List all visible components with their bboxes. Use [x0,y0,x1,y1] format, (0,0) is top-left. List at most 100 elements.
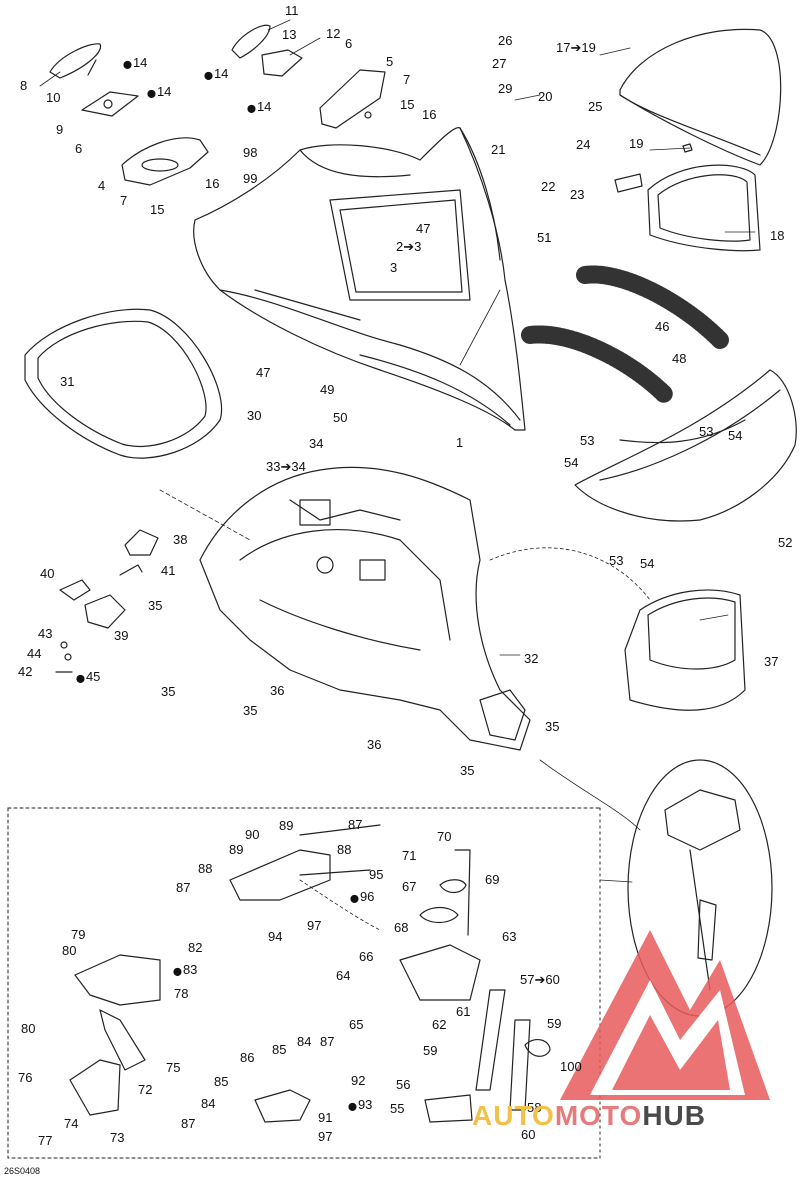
callout-l15a: 15 [150,203,164,217]
callout-number: 14 [213,66,229,81]
callout-number: 1 [456,435,464,450]
callout-number: 56 [396,1077,411,1092]
callout-number: 47 [256,365,271,380]
callout-l45: ⬤45 [76,670,100,686]
storage-gasket [24,308,223,459]
callout-l87b: 87 [176,881,190,895]
callout-l46: 46 [655,320,669,334]
callout-number: 84 [201,1096,216,1111]
callout-l1: 1 [456,436,463,450]
callout-number: 61 [456,1004,471,1019]
oil-drop-icon: ⬤ [247,104,256,113]
callout-l15b: 15 [400,98,414,112]
callout-number: 72 [138,1082,153,1097]
callout-l32: 32 [524,652,538,666]
callout-l69: 69 [485,873,499,887]
glove-box [624,589,746,711]
callout-l55: 55 [390,1102,404,1116]
watermark-part-3: HUB [642,1100,706,1131]
callout-number: 19 [629,136,644,151]
watermark-logo [560,930,770,1100]
callout-number: 87 [320,1034,335,1049]
callout-l71: 71 [402,849,416,863]
leader-lines [39,19,756,931]
callout-l27: 27 [492,57,506,71]
callout-l10: 10 [46,91,60,105]
callout-l79: 79 [71,928,85,942]
callout-l94: 94 [268,930,282,944]
callout-number: 75 [166,1060,181,1075]
callout-number: 18 [770,228,785,243]
callout-l91: 91 [318,1111,332,1125]
callout-l61: 61 [456,1005,470,1019]
oil-drop-icon: ⬤ [204,71,213,80]
callout-number: 65 [349,1017,364,1032]
mirror-left [49,43,209,186]
callout-l33: 33➔34 [266,460,306,474]
callout-l35c: 35 [243,704,257,718]
callout-number: 22 [541,179,556,194]
callout-number: 47 [416,221,431,236]
callout-number: 63 [502,929,517,944]
callout-number: 59 [423,1043,438,1058]
callout-l78: 78 [174,987,188,1001]
callout-number: 87 [176,880,191,895]
callout-number: 35 [161,684,176,699]
air-duct-lower [521,325,674,404]
callout-number: 8 [20,78,28,93]
callout-l83: ⬤83 [173,963,197,979]
callout-l6a: 6 [345,37,352,51]
callout-number: 54 [728,428,743,443]
callout-number: 45 [85,669,101,684]
callout-l87a: 87 [348,818,362,832]
callout-l64: 64 [336,969,350,983]
callout-l30: 30 [247,409,261,423]
callout-number: 34 [309,436,324,451]
callout-number: 35 [545,719,560,734]
callout-l89a: 89 [279,819,293,833]
callout-l20: 20 [538,90,552,104]
callout-l84a: 84 [297,1035,311,1049]
callout-number: 15 [150,202,165,217]
side-trim [574,369,797,522]
callout-number: 27 [492,56,507,71]
callout-l24: 24 [576,138,590,152]
callout-l62: 62 [432,1018,446,1032]
callout-number: 4 [98,178,106,193]
callout-number: 50 [333,410,348,425]
callout-number: 90 [245,827,260,842]
callout-l50: 50 [333,411,347,425]
callout-l14c: ⬤14 [147,85,171,101]
watermark-part-1: AUTO [472,1100,555,1131]
steering-assembly-frame [7,807,601,1159]
callout-number: 62 [432,1017,447,1032]
callout-number: 79 [71,927,86,942]
callout-number: 87 [348,817,363,832]
callout-number: 87 [181,1116,196,1131]
callout-l31: 31 [60,375,74,389]
callout-number: 83 [182,962,198,977]
callout-number: 54 [640,556,655,571]
callout-number: 74 [64,1116,79,1131]
callout-l54b: 54 [728,429,742,443]
callout-l57: 57➔60 [520,973,560,987]
oil-drop-icon: ⬤ [76,674,85,683]
callout-number: 3 [390,260,398,275]
callout-l40: 40 [40,567,54,581]
callout-l87d: 87 [181,1117,195,1131]
watermark-text: AUTOMOTOHUB [472,1100,706,1132]
callout-l42: 42 [18,665,32,679]
callout-l48: 48 [672,352,686,366]
callout-number: 15 [400,97,415,112]
callout-number: 97 [318,1129,333,1144]
callout-l37: 37 [764,655,778,669]
callout-number: 89 [279,818,294,833]
callout-number: 97 [307,918,322,933]
callout-number: 23 [570,187,585,202]
callout-number: 17➔19 [556,40,596,55]
callout-number: 40 [40,566,55,581]
callout-number: 30 [247,408,262,423]
callout-number: 51 [537,230,552,245]
callout-l74: 74 [64,1117,78,1131]
callout-l52: 52 [778,536,792,550]
